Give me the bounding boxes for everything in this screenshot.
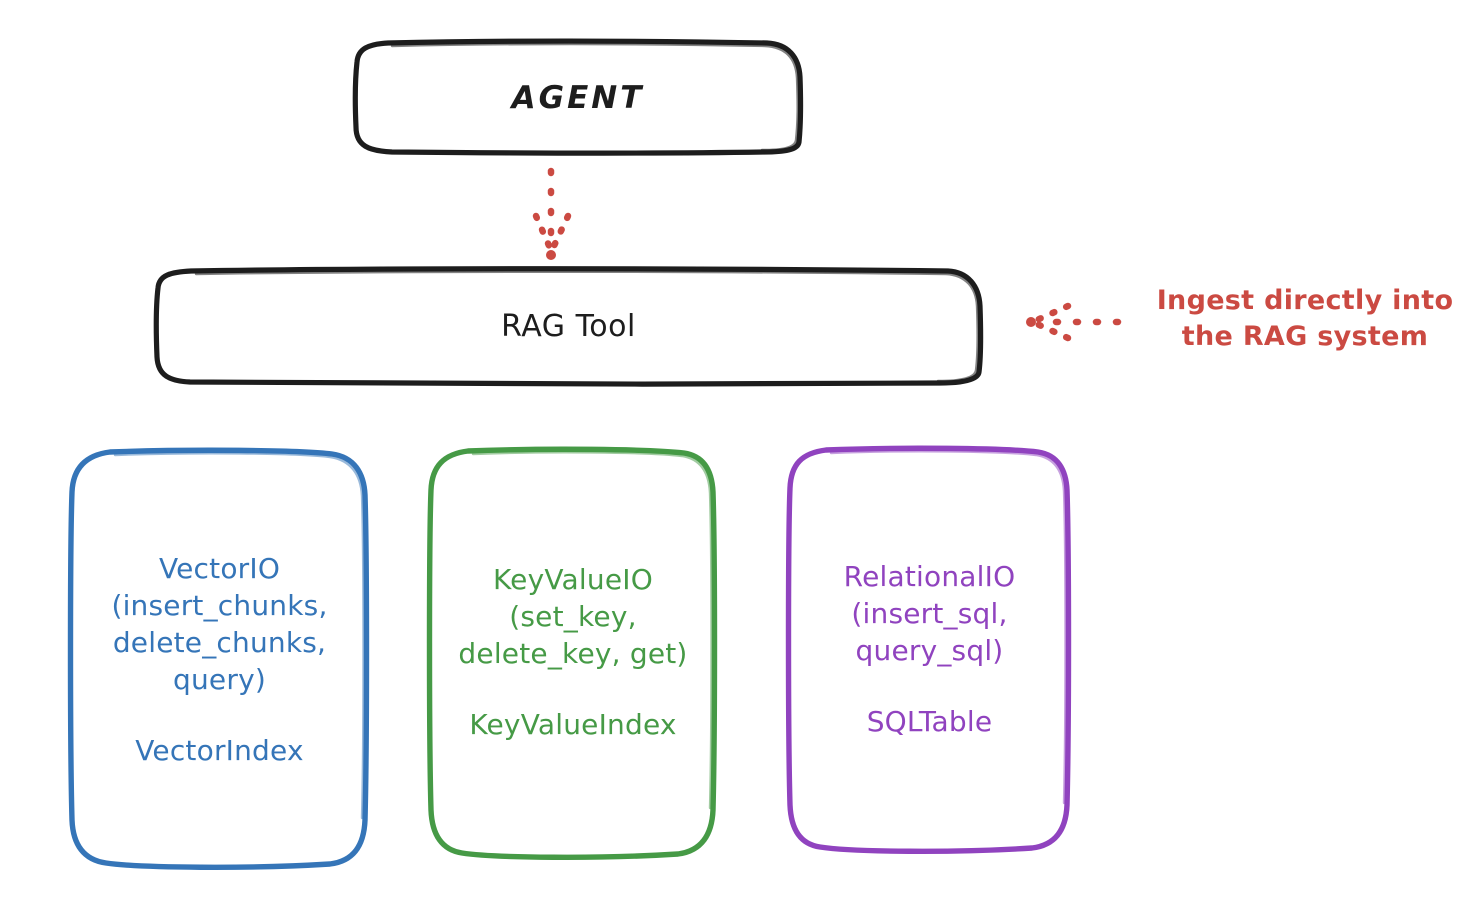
agent-node[interactable]: AGENT [356,42,800,154]
key-value-io-title: KeyValueIO (set_key, delete_key, get) [458,563,688,671]
agent-to-rag-connector [532,167,572,260]
rag-tool-node-label: RAG Tool [501,309,636,344]
vector-io-title: VectorIO (insert_chunks, delete_chunks, … [111,551,328,696]
key-value-io-node[interactable]: KeyValueIO (set_key, delete_key, get) Ke… [431,451,715,855]
relational-io-node[interactable]: RelationalIO (insert_sql, query_sql) SQL… [790,450,1069,849]
relational-io-title: RelationalIO (insert_sql, query_sql) [843,559,1016,667]
ingest-annotation-text: Ingest directly into the RAG system [1156,285,1454,353]
vector-io-node[interactable]: VectorIO (insert_chunks, delete_chunks, … [72,452,367,868]
vector-io-subtitle: VectorIndex [135,733,304,767]
rag-tool-node[interactable]: RAG Tool [157,270,980,383]
relational-io-subtitle: SQLTable [866,704,993,738]
ingest-arrow-connector [1026,302,1122,342]
key-value-io-subtitle: KeyValueIndex [469,708,677,742]
agent-node-label: AGENT [511,79,645,116]
